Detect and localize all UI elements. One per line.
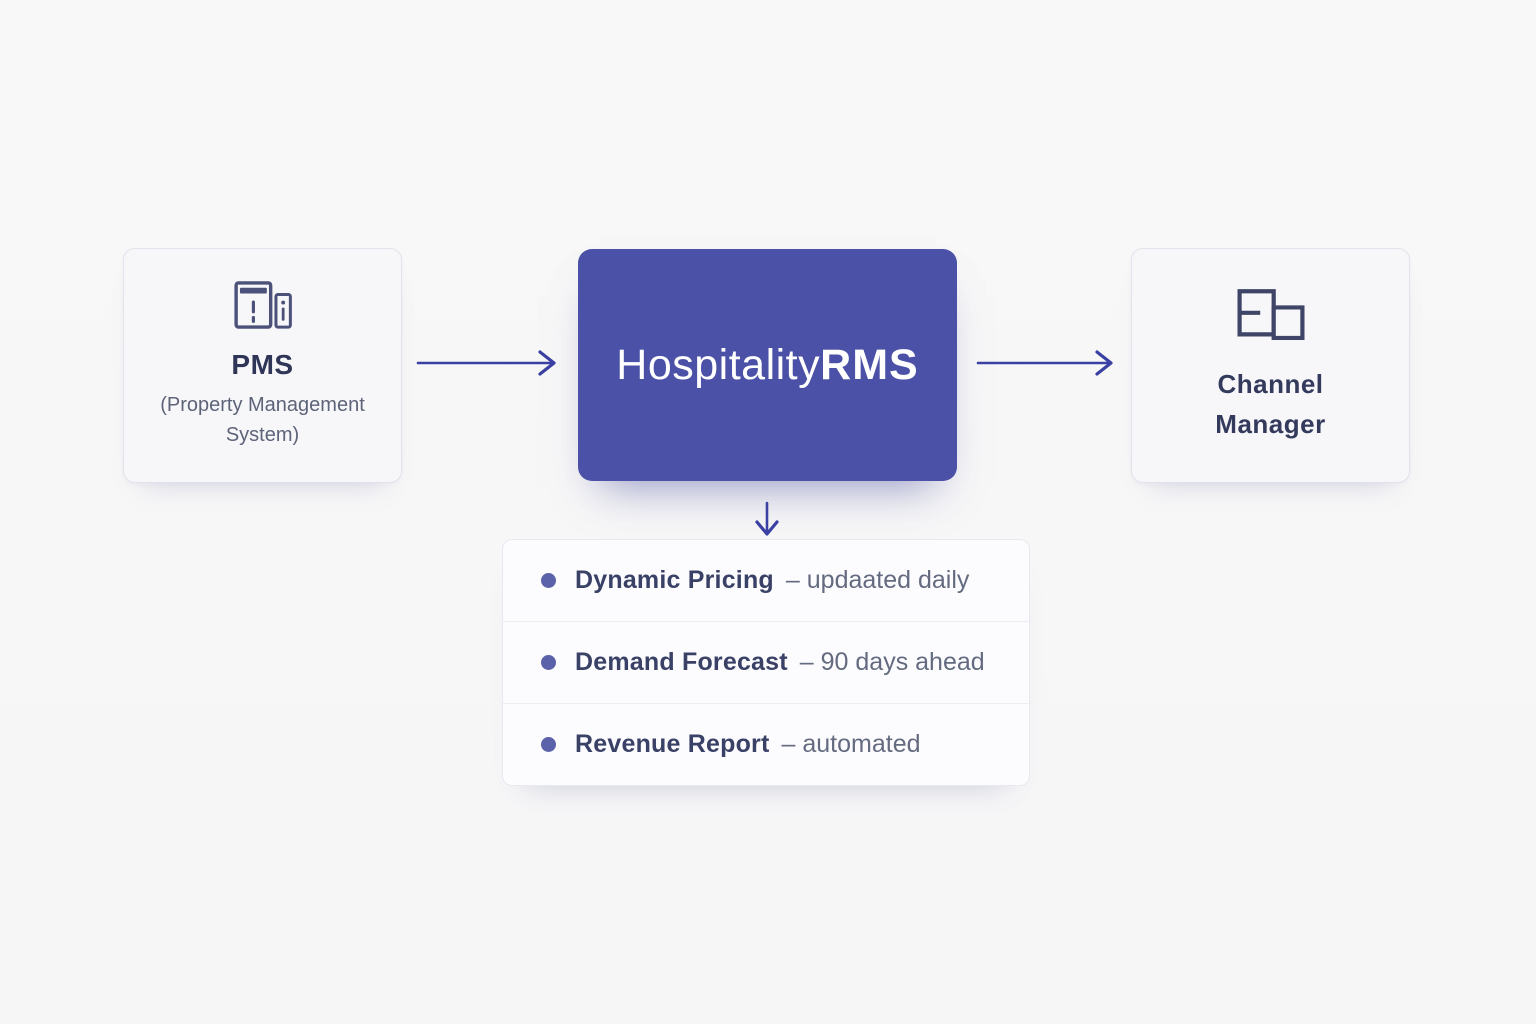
feature-detail: – 90 days ahead — [799, 648, 985, 676]
feature-row-demand-forecast: Demand Forecast – 90 days ahead — [503, 621, 1029, 703]
feature-label: Revenue Report — [575, 730, 770, 758]
rms-title-bold: RMS — [820, 340, 919, 389]
arrow-rms-to-features — [755, 501, 779, 536]
arrow-rms-to-channel — [976, 350, 1113, 376]
feature-row-dynamic-pricing: Dynamic Pricing – updaated daily — [503, 540, 1029, 621]
pms-subtitle: (Property Management System) — [160, 394, 365, 446]
buildings-icon — [234, 281, 292, 329]
rms-title: HospitalityRMS — [616, 341, 918, 390]
bullet-icon — [541, 655, 556, 670]
rms-title-light: Hospitality — [616, 340, 821, 389]
bullet-icon — [541, 737, 556, 752]
arrow-pms-to-rms — [416, 350, 556, 376]
feature-detail: – updaated daily — [785, 566, 970, 594]
feature-label: Demand Forecast — [575, 648, 788, 676]
node-pms: PMS (Property Management System) — [123, 248, 402, 483]
feature-detail: – automated — [781, 730, 921, 758]
bullet-icon — [541, 573, 556, 588]
feature-label: Dynamic Pricing — [575, 566, 774, 594]
features-panel: Dynamic Pricing – updaated daily Demand … — [502, 539, 1030, 786]
overlapping-windows-icon — [1236, 287, 1306, 344]
feature-row-revenue-report: Revenue Report – automated — [503, 703, 1029, 785]
node-channel-manager: Channel Manager — [1131, 248, 1410, 483]
channel-manager-title: Channel Manager — [1215, 369, 1326, 439]
pms-title: PMS — [231, 349, 294, 380]
node-hospitality-rms: HospitalityRMS — [578, 249, 957, 481]
